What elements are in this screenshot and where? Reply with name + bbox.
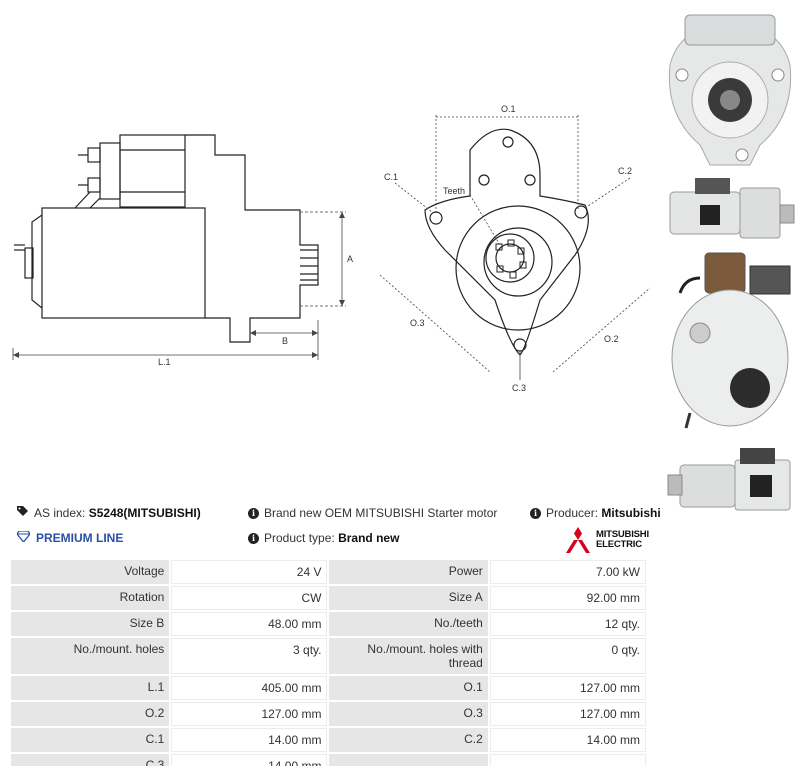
spec-value: 92.00 mm (489, 586, 646, 610)
as-index-label: AS index: (34, 506, 86, 520)
dim-label-o1: O.1 (501, 104, 516, 114)
as-index-value: S5248(MITSUBISHI) (88, 506, 201, 520)
product-type-value: Brand new (338, 531, 400, 545)
spec-value: 12 qty. (489, 612, 646, 636)
spec-value: CW (171, 586, 328, 610)
spec-value: 14.00 mm (171, 754, 328, 766)
dim-label-c2: C.2 (618, 166, 632, 176)
logo-text-line1: MITSUBISHI (596, 529, 649, 540)
dim-label-b: B (282, 336, 288, 346)
premium-line-label: PREMIUM LINE (36, 531, 124, 545)
product-description: Brand new OEM MITSUBISHI Starter motor (264, 506, 498, 520)
spec-label: Power (329, 560, 488, 584)
spec-value: 24 V (171, 560, 328, 584)
producer-row: i Producer: Mitsubishi (530, 506, 661, 520)
info-icon: i (530, 507, 541, 519)
dim-label-o3: O.3 (410, 318, 425, 328)
info-icon: i (248, 507, 259, 519)
spec-value: 127.00 mm (489, 676, 646, 700)
product-type-label: Product type: (264, 531, 335, 545)
premium-line-row: PREMIUM LINE (16, 530, 124, 545)
logo-text-line2: ELECTRIC (596, 539, 642, 550)
spec-label: C.2 (329, 728, 488, 752)
technical-drawing-area: L.1 B A (12, 104, 651, 393)
dim-label-l1: L.1 (158, 357, 171, 367)
product-photo-side[interactable] (660, 170, 800, 240)
product-photo-rear[interactable] (660, 248, 800, 433)
spec-label: L.1 (11, 676, 170, 700)
producer-value: Mitsubishi (601, 506, 661, 520)
producer-label: Producer: (546, 506, 599, 520)
info-icon: i (248, 532, 259, 544)
dim-label-a: A (347, 254, 353, 264)
diamond-icon (16, 530, 31, 545)
spec-label: C.1 (11, 728, 170, 752)
spec-value: 48.00 mm (171, 612, 328, 636)
spec-label: Size A (329, 586, 488, 610)
spec-label: O.3 (329, 702, 488, 726)
spec-value (489, 754, 646, 766)
description-row: i Brand new OEM MITSUBISHI Starter motor (248, 506, 497, 520)
spec-value: 7.00 kW (489, 560, 646, 584)
product-photo-gallery (660, 0, 800, 520)
spec-value: 405.00 mm (171, 676, 328, 700)
dim-label-c1: C.1 (384, 172, 398, 182)
spec-label: Size B (11, 612, 170, 636)
spec-label: O.2 (11, 702, 170, 726)
spec-label: Voltage (11, 560, 170, 584)
mitsubishi-diamonds-icon (566, 527, 590, 553)
starter-side-view-drawing: L.1 B A (12, 104, 651, 393)
spec-label: No./mount. holes with thread (329, 638, 488, 674)
spec-value: 3 qty. (171, 638, 328, 674)
spec-label (329, 754, 488, 766)
as-index-row: AS index: S5248(MITSUBISHI) (17, 506, 201, 520)
spec-label: Rotation (11, 586, 170, 610)
spec-value: 14.00 mm (489, 728, 646, 752)
spec-value: 127.00 mm (489, 702, 646, 726)
dim-label-o2: O.2 (604, 334, 619, 344)
tag-icon (17, 506, 28, 520)
mitsubishi-electric-logo: MITSUBISHI ELECTRIC (563, 526, 653, 554)
spec-value: 127.00 mm (171, 702, 328, 726)
spec-value: 0 qty. (489, 638, 646, 674)
spec-value: 14.00 mm (171, 728, 328, 752)
spec-label: C.3 (11, 754, 170, 766)
dim-label-teeth: Teeth (443, 186, 465, 196)
spec-label: O.1 (329, 676, 488, 700)
product-type-row: i Product type: Brand new (248, 531, 399, 545)
product-photo-side-2[interactable] (660, 440, 800, 515)
dim-label-c3: C.3 (512, 383, 526, 393)
starter-front-view-drawing (424, 128, 589, 356)
product-photo-front[interactable] (660, 5, 800, 167)
spec-label: No./teeth (329, 612, 488, 636)
spec-label: No./mount. holes (11, 638, 170, 674)
